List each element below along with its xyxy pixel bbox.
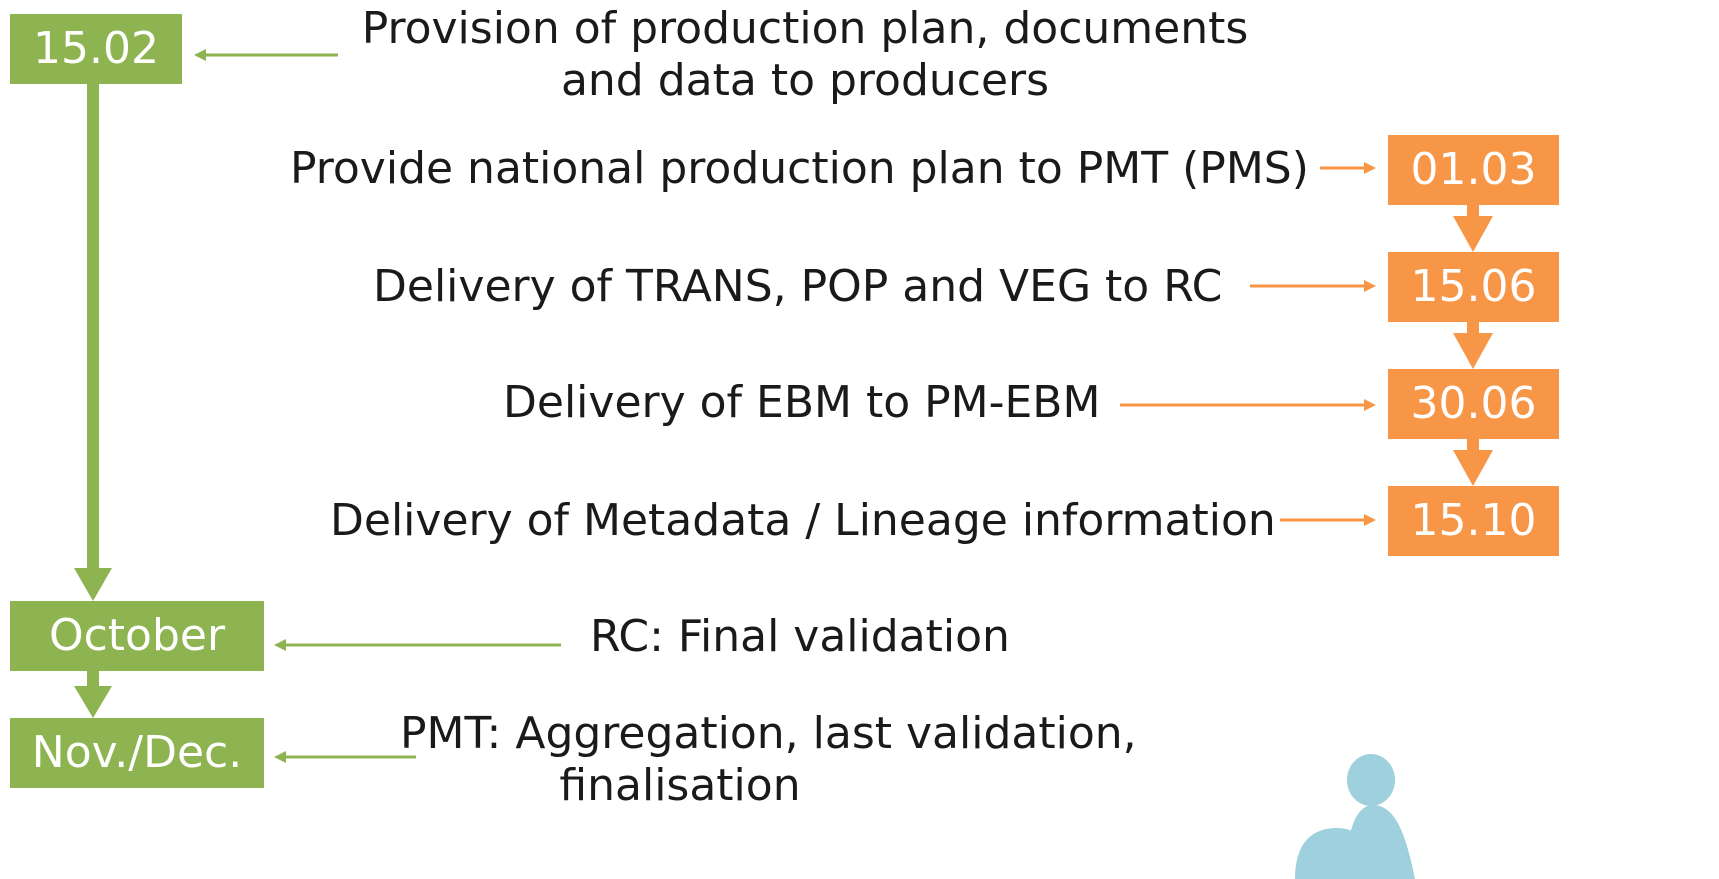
task-provision: Provision of production plan, documents … <box>340 3 1270 107</box>
date-box-15-10: 15.10 <box>1388 486 1559 556</box>
task-provision-line1: Provision of production plan, documents <box>361 3 1249 54</box>
arrow-provision-head <box>194 49 206 61</box>
task-final-validation: RC: Final validation <box>590 611 1010 662</box>
green-arrowhead-to-october <box>74 568 112 601</box>
date-box-15-02: 15.02 <box>10 14 182 84</box>
arrow-aggregation-head <box>274 751 286 763</box>
date-label-15-10: 15.10 <box>1410 495 1537 546</box>
orange-connector-2 <box>1467 322 1479 334</box>
arrow-metadata-head <box>1364 514 1376 526</box>
green-connector-oct-nov <box>87 671 99 687</box>
task-provision-line2: and data to producers <box>560 55 1050 106</box>
arrow-national-plan-head <box>1364 162 1376 174</box>
date-label-october: October <box>48 610 226 661</box>
orange-arrowhead-3 <box>1453 450 1493 486</box>
date-box-01-03: 01.03 <box>1388 135 1559 205</box>
arrow-trans-head <box>1364 280 1376 292</box>
date-box-30-06: 30.06 <box>1388 369 1559 439</box>
task-metadata: Delivery of Metadata / Lineage informati… <box>330 495 1276 546</box>
date-label-30-06: 30.06 <box>1410 378 1537 429</box>
date-box-october: October <box>10 601 264 671</box>
orange-arrowhead-2 <box>1453 333 1493 369</box>
task-ebm: Delivery of EBM to PM-EBM <box>503 377 1101 428</box>
orange-connector-3 <box>1467 439 1479 451</box>
task-national-plan: Provide national production plan to PMT … <box>290 143 1309 194</box>
orange-connector-1 <box>1467 205 1479 217</box>
date-label-01-03: 01.03 <box>1410 144 1537 195</box>
date-box-nov-dec: Nov./Dec. <box>10 718 264 788</box>
task-trans-pop-veg: Delivery of TRANS, POP and VEG to RC <box>373 261 1223 312</box>
date-label-15-02: 15.02 <box>33 23 159 74</box>
arrow-final-validation-head <box>274 639 286 651</box>
decorative-figures-graphic <box>1295 754 1415 879</box>
green-vertical-line <box>87 84 99 570</box>
orange-arrowhead-1 <box>1453 216 1493 252</box>
green-arrowhead-to-nov <box>74 686 112 718</box>
date-label-15-06: 15.06 <box>1410 261 1537 312</box>
task-aggregation-line2: finalisation <box>559 760 801 811</box>
date-label-nov-dec: Nov./Dec. <box>31 727 243 778</box>
date-box-15-06: 15.06 <box>1388 252 1559 322</box>
arrow-ebm-head <box>1364 399 1376 411</box>
